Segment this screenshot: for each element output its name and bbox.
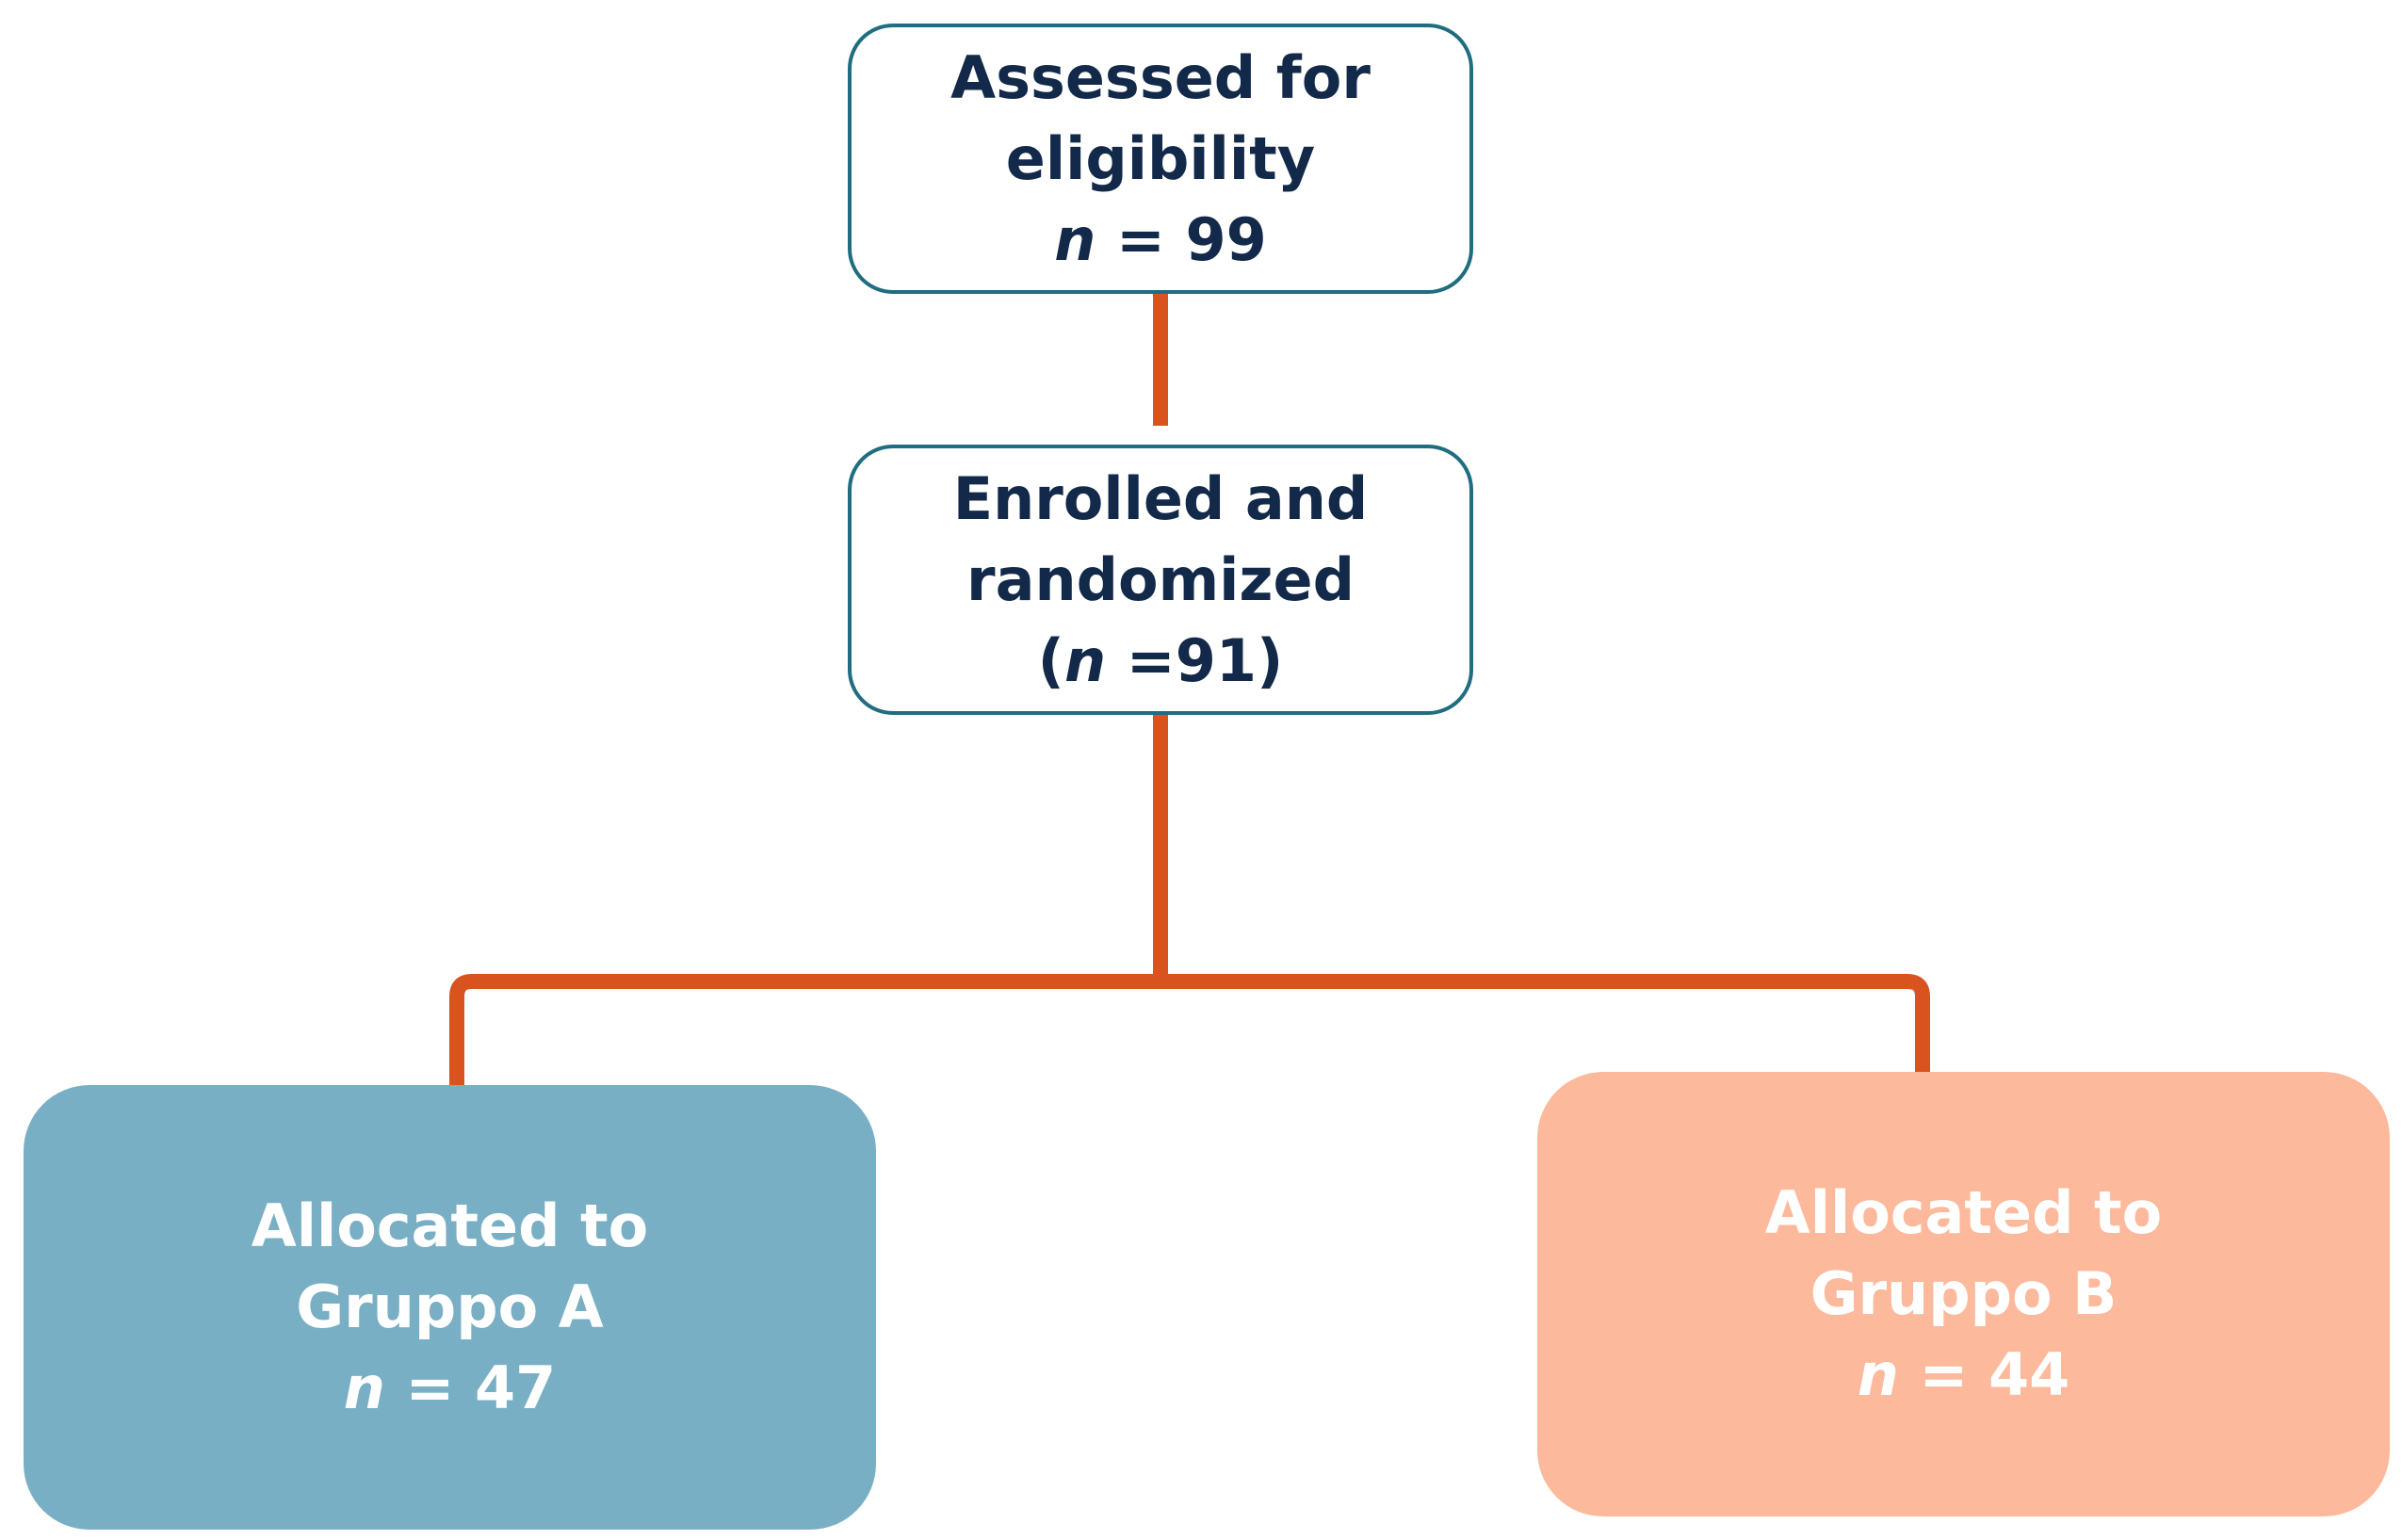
- group-b-box: Allocated to Gruppo B n = 44: [1537, 1072, 2390, 1516]
- group-a-line-1: Allocated to: [251, 1191, 649, 1260]
- enrolled-count-value: =91): [1106, 625, 1284, 695]
- assessed-line-2: eligibility: [1005, 123, 1316, 193]
- group-b-count: n = 44: [1858, 1335, 2070, 1416]
- enrolled-count: (n =91): [1038, 621, 1284, 702]
- group-a-count: n = 47: [344, 1348, 557, 1429]
- assessed-for-eligibility-box: Assessed for eligibility n = 99: [848, 24, 1473, 294]
- group-a-box: Allocated to Gruppo A n = 47: [24, 1085, 876, 1530]
- assessed-line-1: Assessed for: [950, 42, 1371, 112]
- group-b-line-1: Allocated to: [1764, 1178, 2163, 1247]
- n-symbol: n: [1054, 204, 1096, 274]
- enrolled-line-2: randomized: [966, 544, 1355, 614]
- enrolled-line-1: Enrolled and: [952, 463, 1369, 533]
- group-b-count-value: = 44: [1898, 1340, 2070, 1409]
- group-a-count-value: = 47: [384, 1354, 557, 1422]
- group-a-line-2: Gruppo A: [296, 1273, 604, 1341]
- n-symbol: n: [1064, 625, 1107, 695]
- enrolled-and-randomized-box: Enrolled and randomized (n =91): [848, 445, 1473, 715]
- enrolled-count-prefix: (: [1037, 625, 1065, 695]
- connector-enrolled-to-groups: [449, 715, 1930, 1085]
- n-symbol: n: [1857, 1340, 1899, 1409]
- assessed-count: n = 99: [1054, 200, 1267, 281]
- n-symbol: n: [343, 1354, 385, 1422]
- group-b-line-2: Gruppo B: [1810, 1259, 2118, 1328]
- assessed-count-value: = 99: [1096, 204, 1267, 274]
